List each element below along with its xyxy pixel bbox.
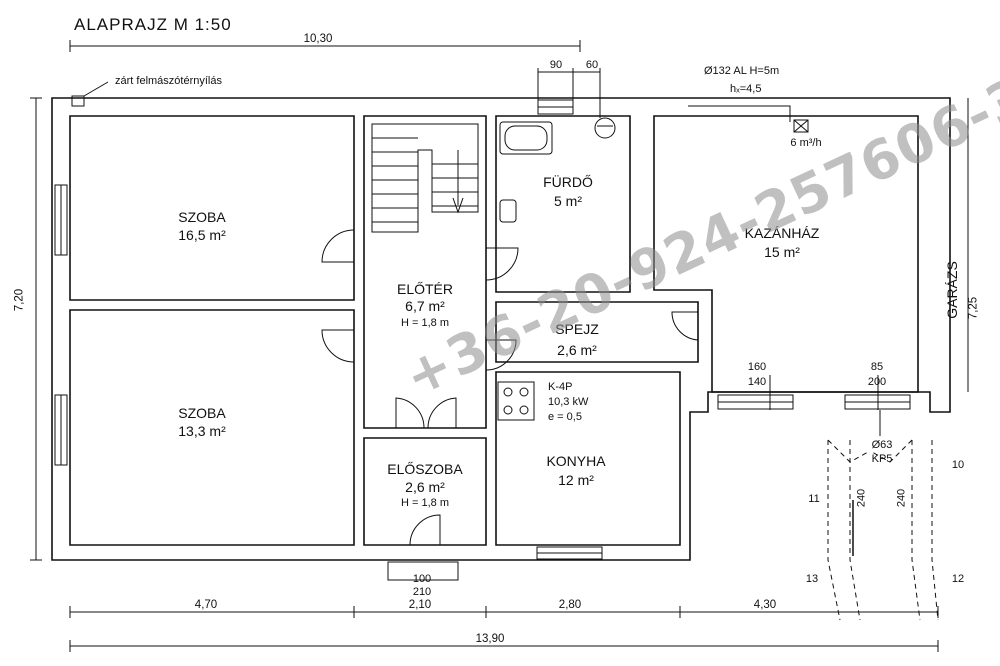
ramp-label-bottom-left: 13 [805, 573, 819, 585]
room-eloszoba-name: ELŐSZOBA [387, 461, 463, 477]
room-spejz-name: SPEJZ [555, 321, 599, 337]
dim-left-label: 7,20 [13, 288, 26, 312]
dim-top-label: 10,30 [303, 33, 333, 45]
chimney-pipe [688, 105, 791, 122]
door-furdo [485, 247, 519, 281]
dim-right-label: 7,25 [967, 296, 980, 320]
ramp-depth-left: 240 [855, 488, 868, 508]
dim-bottom-2: 2,10 [408, 599, 432, 611]
dim-bath-h: 60 [585, 59, 599, 71]
flow-note: 6 m³/h [790, 137, 822, 149]
konyha-outline [495, 371, 681, 546]
room-eloszoba-height: H = 1,8 m [401, 497, 449, 509]
door-step [387, 561, 459, 581]
dim-door-w: 100 [412, 573, 432, 585]
furdo-outline [495, 115, 631, 293]
ramp-label-right: 10 [951, 459, 965, 471]
dim-door-h: 210 [412, 586, 432, 598]
room-furdo-area: 5 m² [554, 193, 582, 209]
room-eloter-name: ELŐTÉR [396, 281, 454, 297]
room-szoba1-name: SZOBA [178, 209, 226, 225]
chimney-note: Ø132 AL H=5m [704, 65, 780, 77]
room-konyha-area: 12 m² [558, 472, 594, 488]
room-garazs-name: GARÁZS [944, 261, 960, 319]
ramp-depth-right: 240 [895, 488, 908, 508]
dim-bottom-3: 2,80 [558, 599, 582, 611]
dim-window2-w: 85 [870, 361, 884, 373]
door-entry [409, 514, 441, 546]
stove-power-note: 10,3 kW [548, 396, 589, 408]
room-kazanhaz-name: KAZÁNHÁZ [744, 225, 820, 241]
dim-window1-w: 160 [747, 361, 767, 373]
dim-window2-h: 200 [867, 376, 887, 388]
spejz-outline [495, 301, 699, 363]
hatch-marker [71, 95, 85, 107]
ramp-right [911, 440, 921, 621]
room-szoba2-outline [69, 309, 355, 546]
room-szoba1-area: 16,5 m² [178, 227, 226, 243]
bathtub [499, 121, 553, 155]
hatch-note: zárt felmászótérnyílás [115, 75, 222, 87]
ramp-left [827, 440, 841, 621]
outer-wall [51, 97, 951, 561]
inner-outline [69, 115, 355, 301]
eloszoba-outline [363, 437, 487, 546]
room-spejz-area: 2,6 m² [557, 342, 597, 358]
eloter-outline [363, 115, 487, 429]
room-eloter-area: 6,7 m² [405, 298, 445, 314]
dim-bottom-1: 4,70 [194, 599, 218, 611]
vent-type-note: KP5 [871, 453, 893, 465]
door-szoba1 [321, 229, 355, 263]
door-spejz [671, 311, 699, 341]
room-szoba2-area: 13,3 m² [178, 423, 226, 439]
room-eloter-height: H = 1,8 m [401, 317, 449, 329]
dim-bottom-4: 4,30 [753, 599, 777, 611]
room-kazanhaz-area: 15 m² [764, 244, 800, 260]
vent-note: Ø63 [871, 439, 893, 451]
dim-bath-w: 90 [549, 59, 563, 71]
dim-bottom-total-label: 13,90 [475, 633, 505, 645]
dim-window1-h: 140 [747, 376, 767, 388]
ramp-label-bottom-right: 12 [951, 573, 965, 585]
sink [499, 199, 517, 223]
ramp-label-left: 11 [808, 493, 820, 505]
stove-note: K-4P [548, 381, 573, 393]
kazanhaz-outline [653, 115, 919, 393]
room-eloszoba-area: 2,6 m² [405, 479, 445, 495]
door-eloter [395, 397, 457, 429]
stair [371, 123, 479, 233]
drawing-title: ALAPRAJZ M 1:50 [74, 15, 232, 34]
room-furdo-name: FÜRDŐ [543, 174, 593, 190]
boiler [594, 117, 616, 139]
room-konyha-name: KONYHA [546, 453, 606, 469]
door-konyha [485, 339, 517, 371]
chimney-height-note: hₓ=4,5 [730, 83, 762, 95]
stove-e-note: e = 0,5 [548, 411, 582, 423]
stove [497, 381, 535, 421]
door-szoba2 [321, 329, 355, 363]
room-szoba2-name: SZOBA [178, 405, 226, 421]
